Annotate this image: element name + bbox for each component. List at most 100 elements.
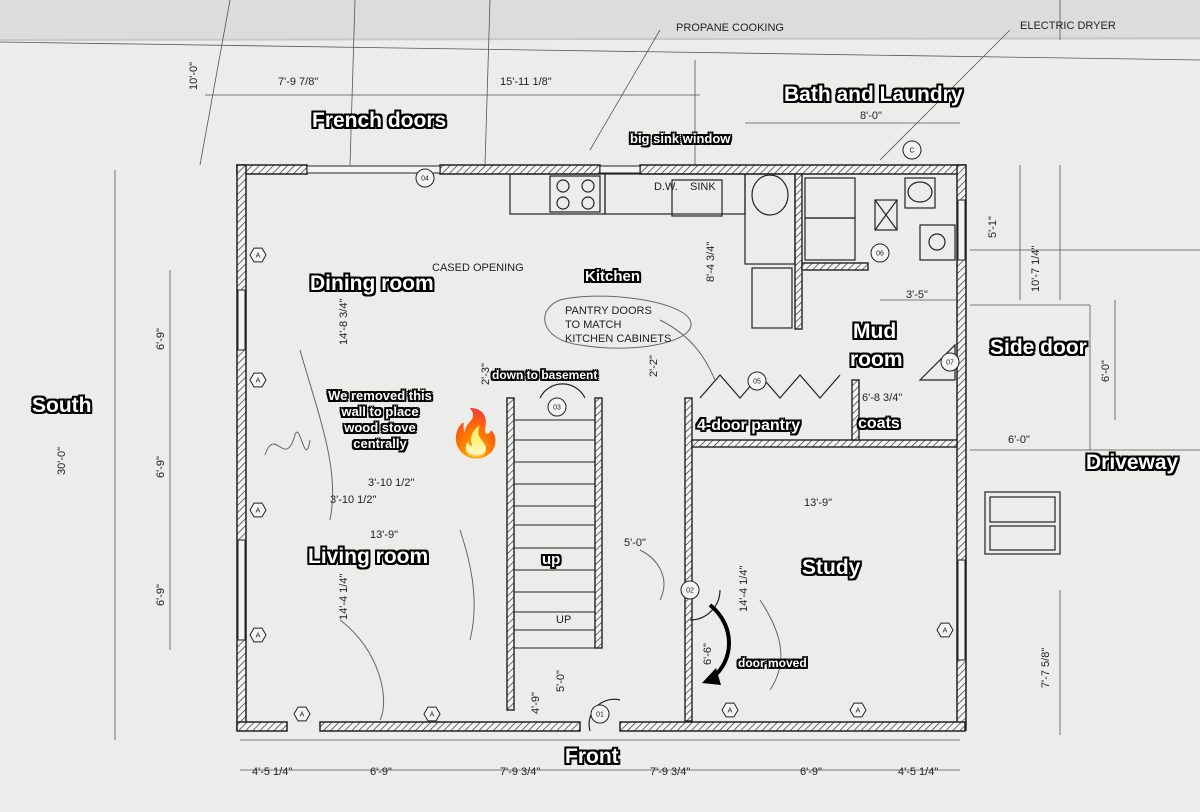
wall-tag-label: A xyxy=(256,378,261,385)
dim-bottom-4-5-left: 4'-5 1/4" xyxy=(252,766,293,778)
dim-stove-3-10-a: 3'-10 1/2" xyxy=(368,477,415,489)
dim-hall-5-0: 5'-0" xyxy=(624,537,646,549)
door-tag-label: 06 xyxy=(876,251,884,258)
label-driveway: Driveway xyxy=(1086,451,1179,474)
label-side-door: Side door xyxy=(990,336,1087,359)
note-propane-cooking: PROPANE COOKING xyxy=(676,22,784,34)
label-french-doors: French doors xyxy=(312,109,447,132)
door-tag-circle xyxy=(590,704,610,724)
kitchen-fixtures xyxy=(509,173,956,329)
door-tag-circle xyxy=(680,580,700,600)
label-down-to-basement: down to basement xyxy=(492,368,598,382)
dim-top-15-11-1-8: 15'-11 1/8" xyxy=(500,76,552,88)
wall-tag-label: A xyxy=(300,712,305,719)
paper-fold-shade xyxy=(0,0,1200,40)
wall-tag-hexagon xyxy=(249,502,267,518)
door-tag-circle xyxy=(940,352,960,372)
wall-tag-hexagon xyxy=(936,622,954,638)
dim-v-5-1: 5'-1" xyxy=(987,216,999,238)
dim-living-13-9: 13'-9" xyxy=(370,529,399,541)
dim-v-14-4-left: 14'-4 1/4" xyxy=(338,573,350,620)
dim-v-7-7: 7'-7 5/8" xyxy=(1040,647,1052,688)
dim-bottom-7-9-right: 7'-9 3/4" xyxy=(650,766,691,778)
pencil-scribbles xyxy=(264,295,782,721)
label-study: Study xyxy=(802,556,861,579)
wall-tag-label: A xyxy=(943,628,948,635)
note-pantry-doors-1: PANTRY DOORS xyxy=(565,305,652,317)
label-room: room xyxy=(850,348,903,371)
note-dw: D.W. xyxy=(654,181,678,193)
wall-tag-label: A xyxy=(856,708,861,715)
dim-top-8-0: 8'-0" xyxy=(860,110,882,122)
dim-v-6-9-a: 6'-9" xyxy=(155,328,167,350)
wall-tag-hexagon xyxy=(293,706,311,722)
dim-v-6-9-b: 6'-9" xyxy=(155,456,167,478)
curved-arrow-icon xyxy=(708,603,731,680)
wall-tag-hexagon xyxy=(249,247,267,263)
dim-v-14-4-study: 14'-4 1/4" xyxy=(738,565,750,612)
interior-walls xyxy=(506,173,958,722)
door-tag-circle xyxy=(747,371,767,391)
door-tag-label: 05 xyxy=(753,379,761,386)
label-mud: Mud xyxy=(853,320,897,343)
dim-v-8-4: 8'-4 3/4" xyxy=(705,241,717,282)
wall-tag-hexagon xyxy=(249,627,267,643)
label-we-removed-wall: We removed this wall to place wood stove… xyxy=(328,388,432,451)
dim-v-10-0: 10'-0" xyxy=(188,61,200,90)
wall-tag-label: A xyxy=(728,708,733,715)
wall-tag-label: A xyxy=(256,253,261,260)
label-big-sink-window: big sink window xyxy=(630,131,731,146)
label-south: South xyxy=(32,394,92,417)
label-coats: coats xyxy=(858,415,900,432)
dim-mud-6-8-3-4: 6'-8 3/4" xyxy=(862,392,903,404)
dim-v-6-0-side: 6'-0" xyxy=(1100,360,1112,382)
label-bath-and-laundry: Bath and Laundry xyxy=(784,83,963,106)
wall-tag-hexagon xyxy=(423,706,441,722)
door-tag-circle xyxy=(415,168,435,188)
dim-v-2-2: 2'-2" xyxy=(648,355,660,377)
dim-v-4-9: 4'-9" xyxy=(530,692,542,714)
wall-tag-label: A xyxy=(430,712,435,719)
note-pantry-doors-3: KITCHEN CABINETS xyxy=(565,333,672,345)
dim-bottom-7-9-left: 7'-9 3/4" xyxy=(500,766,541,778)
staircase xyxy=(514,419,595,649)
wall-tag-hexagon xyxy=(249,372,267,388)
dim-bottom-4-5-right: 4'-5 1/4" xyxy=(898,766,939,778)
misc-fixtures xyxy=(588,343,1061,732)
fire-icon: 🔥 xyxy=(447,407,505,459)
dim-study-13-9: 13'-9" xyxy=(804,497,833,509)
wall-tag-hexagon xyxy=(849,702,867,718)
dim-stove-3-10-b: 3'-10 1/2" xyxy=(330,494,377,506)
dim-bottom-6-9-right: 6'-9" xyxy=(800,766,822,778)
dim-bottom-6-9-left: 6'-9" xyxy=(370,766,392,778)
label-up: up xyxy=(542,551,561,568)
wall-tag-hexagon xyxy=(721,702,739,718)
note-cased-opening: CASED OPENING xyxy=(432,262,524,274)
label-door-moved: door moved xyxy=(738,656,807,670)
door-tag-circle xyxy=(547,397,567,417)
label-kitchen: Kitchen xyxy=(585,268,641,285)
note-pantry-doors-2: TO MATCH xyxy=(565,319,622,331)
door-tag-label: 03 xyxy=(553,405,561,412)
dim-v-6-9-c: 6'-9" xyxy=(155,584,167,606)
dim-3-5: 3'-5" xyxy=(906,289,928,301)
dim-v-6-6: 6'-6" xyxy=(702,643,714,665)
door-tag-label: 04 xyxy=(421,176,429,183)
dim-top-7-9-7-8: 7'-9 7/8" xyxy=(278,76,319,88)
label-living-room: Living room xyxy=(308,545,429,568)
note-up-stair: UP xyxy=(556,614,572,626)
door-tag-label: 07 xyxy=(946,360,954,367)
wall-tag-label: A xyxy=(256,508,261,515)
note-electric-dryer: ELECTRIC DRYER xyxy=(1020,20,1116,32)
dimension-lines xyxy=(0,0,1200,771)
dim-v-5-0: 5'-0" xyxy=(555,670,567,692)
dim-v-30-0: 30'-0" xyxy=(56,446,68,475)
wall-tag-label: A xyxy=(256,633,261,640)
dim-right-6-0: 6'-0" xyxy=(1008,434,1030,446)
paper-fold-line xyxy=(0,37,1200,41)
label-front: Front xyxy=(565,745,619,768)
door-tag-label: C xyxy=(909,148,914,155)
door-tag-circle xyxy=(870,243,890,263)
